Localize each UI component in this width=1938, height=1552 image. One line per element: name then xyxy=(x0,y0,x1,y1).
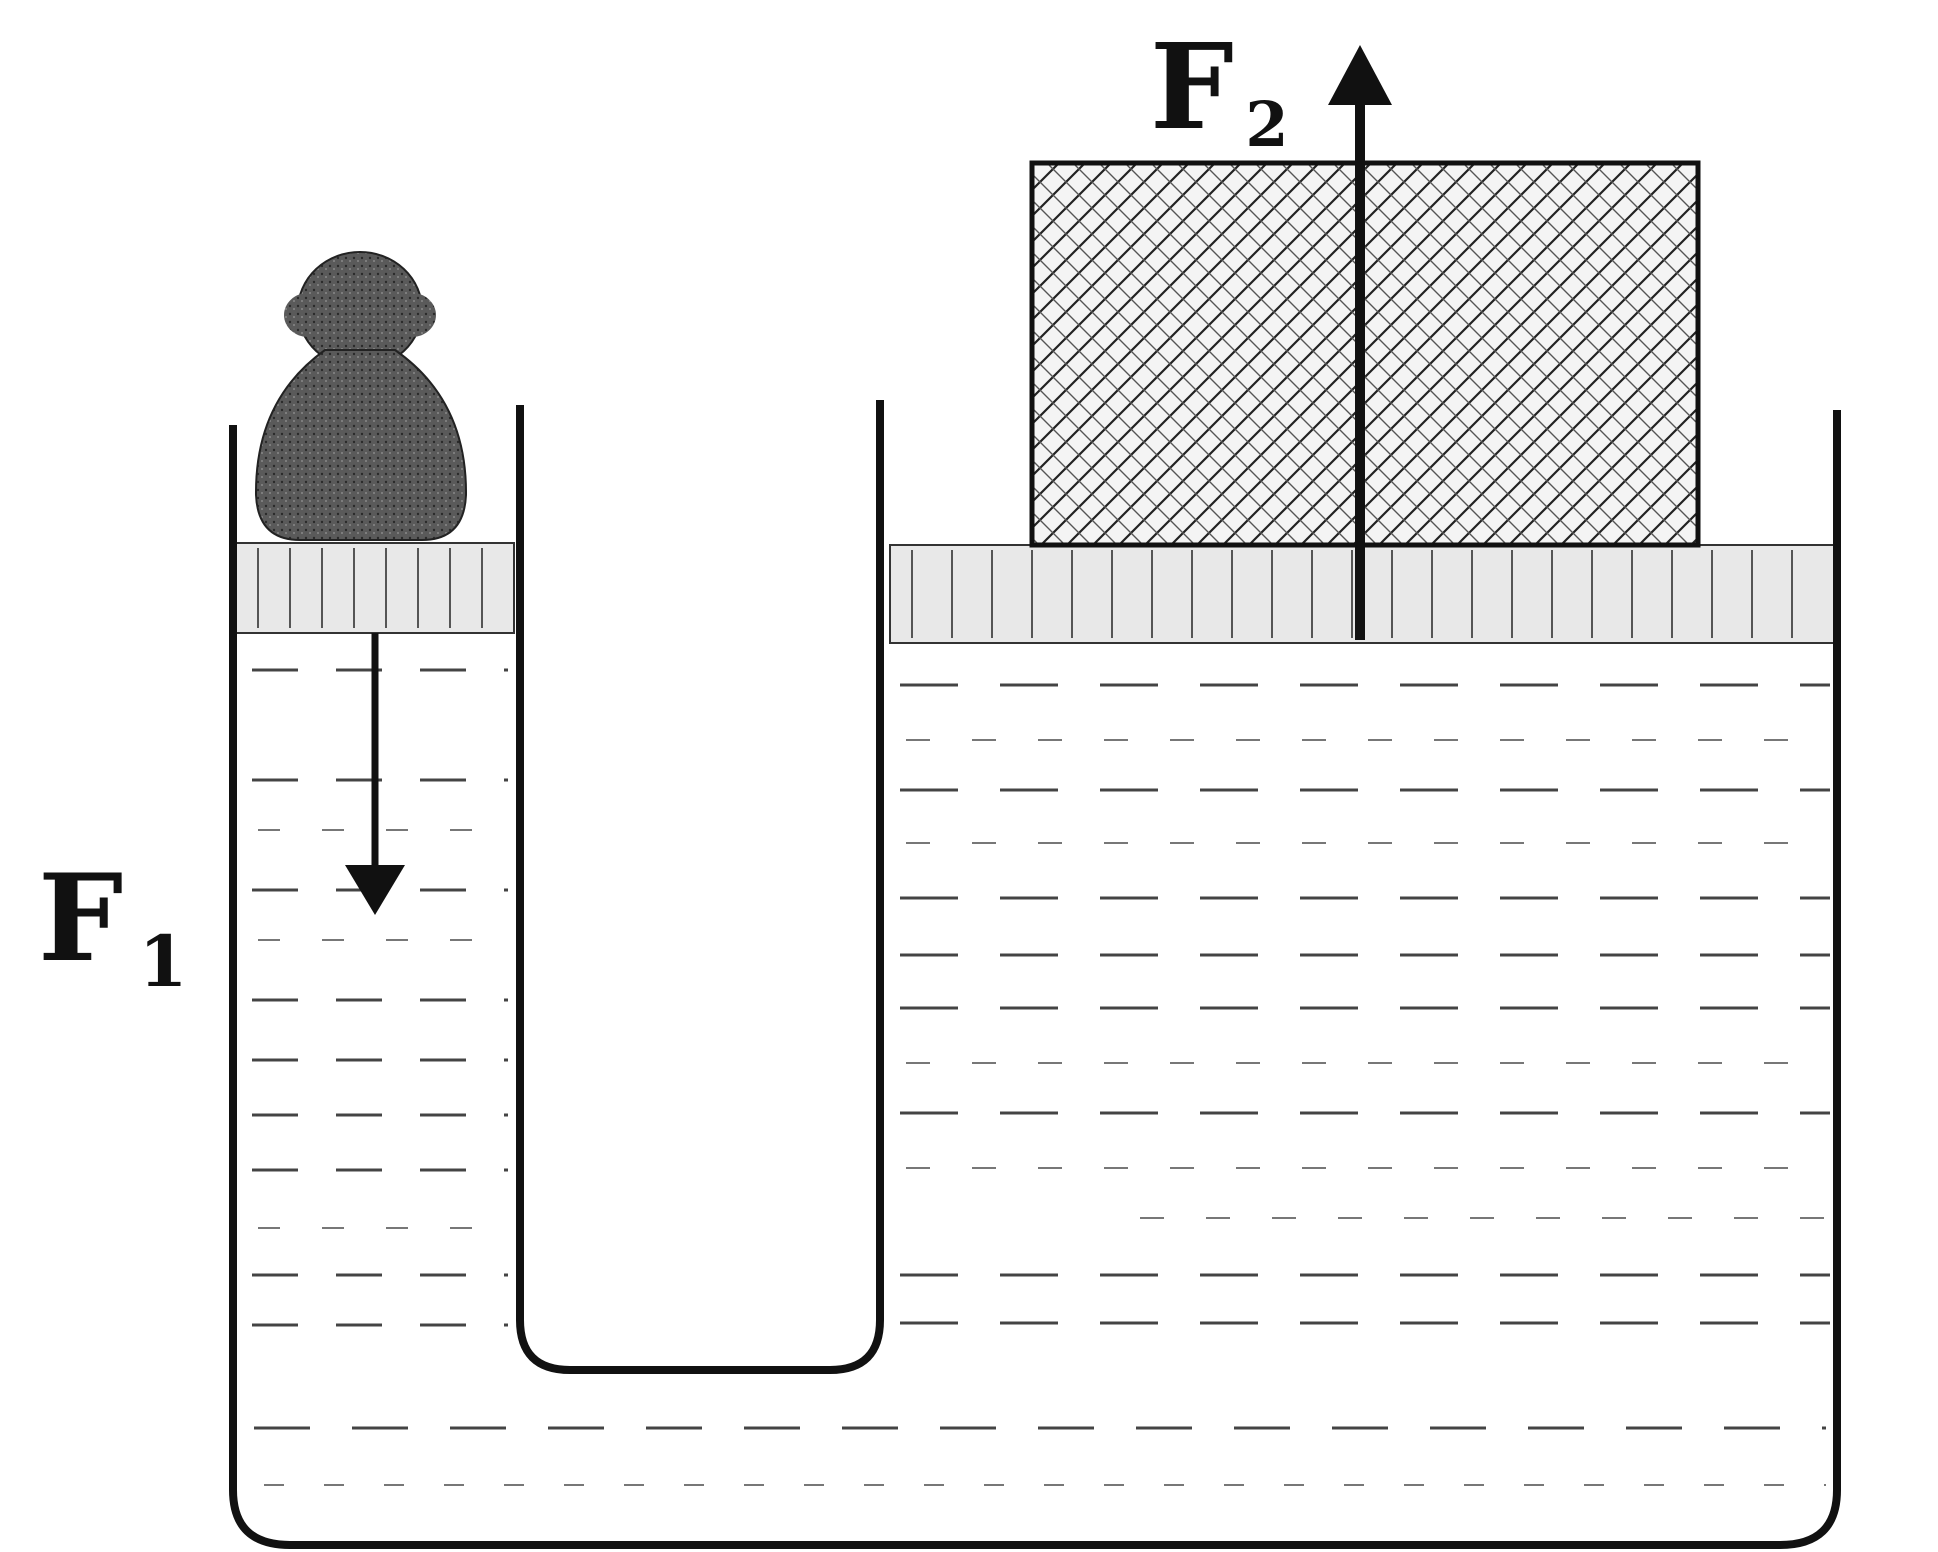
force-label-f1-letter: F xyxy=(38,848,123,989)
small-piston xyxy=(235,542,515,634)
vessel-inner-wall xyxy=(516,400,884,1374)
force-arrow-f1 xyxy=(345,633,405,915)
liquid-left xyxy=(252,668,508,1327)
force-label-f1-subscript: 1 xyxy=(139,920,188,1003)
liquid-right xyxy=(900,683,1830,1325)
large-piston-ribs xyxy=(911,550,1793,638)
small-piston-ribs xyxy=(257,548,483,628)
force-label-f1: F 1 xyxy=(38,848,188,1003)
force-label-f2: F 2 xyxy=(1150,17,1289,161)
liquid-right-dotted xyxy=(906,739,1830,1219)
weight-icon xyxy=(254,251,468,541)
force-label-f2-letter: F xyxy=(1150,17,1234,156)
force-label-f2-subscript: 2 xyxy=(1245,88,1288,161)
vessel-outer-wall xyxy=(229,410,1841,1549)
force-arrow-f2 xyxy=(1328,45,1392,640)
liquid-left-dotted xyxy=(258,829,508,1229)
